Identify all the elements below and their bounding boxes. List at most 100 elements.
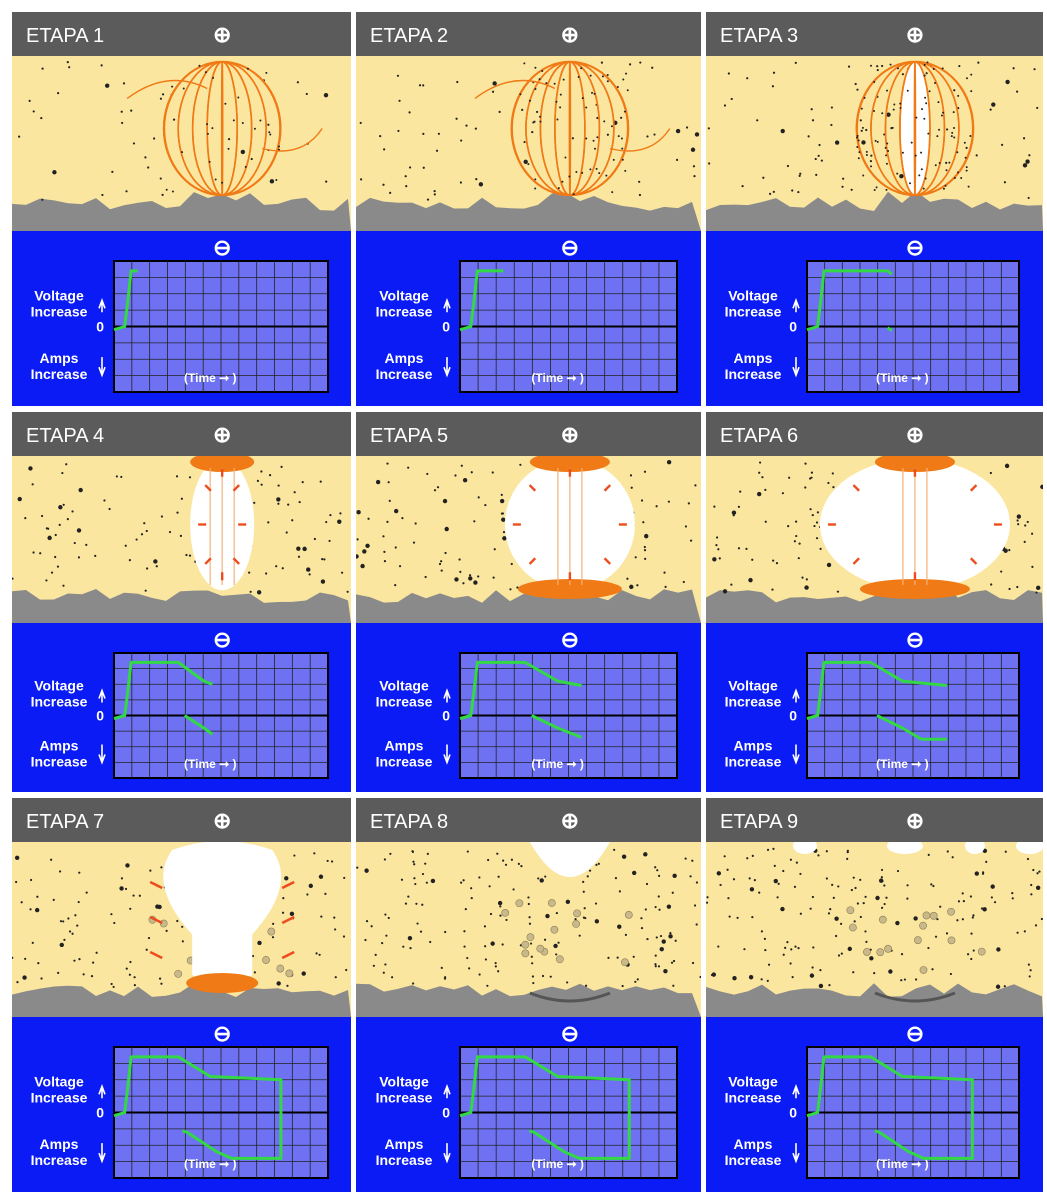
contaminant-dot [483, 925, 487, 928]
up-arrow-icon [792, 298, 800, 313]
contaminant-dot [799, 172, 802, 175]
contaminant-dot [645, 882, 649, 886]
anode-symbol: ⊕ [906, 808, 924, 833]
contaminant-dot [631, 870, 637, 876]
contaminant-dot [248, 571, 251, 574]
contaminant-dot [827, 481, 830, 485]
contaminant-dot [970, 932, 973, 935]
contaminant-dot [297, 555, 301, 558]
plasma-channel [504, 452, 635, 599]
contaminant-dot [422, 166, 425, 169]
contaminant-dot [961, 918, 964, 921]
current-trace [530, 714, 583, 739]
stage-header: ETAPA 5⊕ [356, 412, 701, 456]
contaminant-dot [834, 934, 838, 938]
contaminant-dot [1008, 587, 1011, 591]
gas-bubble [515, 899, 524, 908]
contaminant-dot [819, 969, 822, 972]
zero-label: 0 [96, 708, 104, 724]
contaminant-dot [880, 868, 884, 872]
contaminant-dot [776, 896, 779, 899]
contaminant-dot [756, 119, 759, 122]
contaminant-dot [419, 930, 423, 933]
contaminant-dot [396, 74, 400, 77]
contaminant-dot [407, 895, 410, 898]
contaminant-dot [433, 193, 436, 196]
contaminant-dot [387, 481, 390, 484]
contaminant-dot [748, 975, 754, 980]
contaminant-dot [433, 489, 437, 492]
stage-header: ETAPA 7⊕ [12, 798, 351, 842]
contaminant-dot [989, 471, 992, 475]
contaminant-dot [839, 922, 843, 925]
contaminant-dot [771, 588, 774, 591]
voltage-label: Increase [725, 694, 782, 710]
contaminant-dot [606, 133, 609, 136]
contaminant-dot [1023, 540, 1026, 543]
contaminant-dot [31, 941, 34, 944]
contaminant-dot [715, 544, 718, 547]
contaminant-dot [617, 924, 622, 929]
contaminant-dot [565, 899, 571, 905]
voltage-label: Increase [31, 1089, 88, 1105]
contaminant-dot [1016, 514, 1022, 519]
contaminant-dot [736, 916, 739, 919]
gas-bubble [536, 944, 545, 953]
contaminant-dot [129, 960, 132, 964]
amps-label: Amps [40, 350, 79, 366]
contaminant-dot [773, 878, 778, 884]
gas-bubble [621, 958, 629, 967]
contaminant-dot [810, 108, 813, 111]
contaminant-dot [394, 584, 397, 587]
contaminant-dot [188, 476, 192, 479]
contaminant-dot [634, 980, 637, 983]
contaminant-dot [267, 123, 270, 126]
contaminant-dot [1033, 68, 1036, 71]
cathode-symbol: ⊖ [561, 627, 579, 652]
contaminant-dot [1031, 565, 1034, 569]
contaminant-dot [473, 520, 476, 523]
stage-title: ETAPA 3 [720, 25, 798, 47]
contaminant-dot [418, 84, 422, 87]
contaminant-dot [334, 976, 337, 979]
contaminant-dot [900, 953, 904, 956]
contaminant-dot [600, 61, 604, 64]
contaminant-dot [120, 877, 124, 880]
contaminant-dot [260, 483, 263, 486]
contaminant-dot [473, 580, 478, 585]
contaminant-dot [995, 984, 1001, 989]
contaminant-dot [475, 178, 478, 181]
contaminant-dot [176, 919, 179, 923]
contaminant-dot [41, 198, 44, 201]
contaminant-dot [519, 944, 522, 947]
contaminant-dot [791, 975, 794, 979]
gas-bubble [547, 899, 556, 907]
oscilloscope-grid [806, 1046, 1020, 1179]
contaminant-dot [1016, 519, 1019, 522]
contaminant-dot [28, 466, 33, 471]
contaminant-dot [326, 859, 329, 863]
residual-bubble [529, 842, 611, 1003]
cathode-surface [356, 192, 701, 231]
stage-header: ETAPA 4⊕ [12, 412, 351, 456]
contaminant-dot [643, 545, 646, 549]
voltage-label: Voltage [728, 678, 778, 694]
contaminant-dot [646, 135, 649, 138]
contaminant-dot [830, 106, 834, 109]
contaminant-dot [66, 61, 69, 64]
contaminant-dot [145, 948, 148, 951]
contaminant-dot [818, 983, 824, 989]
contaminant-dot [694, 132, 700, 137]
contaminant-dot [360, 178, 363, 181]
contaminant-dot [809, 907, 812, 910]
contaminant-dot [793, 885, 797, 888]
contaminant-dot [764, 488, 767, 491]
contaminant-dot [760, 930, 764, 933]
contaminant-dot [356, 538, 359, 541]
contaminant-dot [621, 854, 627, 859]
contaminant-dot [383, 560, 387, 563]
contaminant-dot [57, 92, 60, 95]
contaminant-dot [16, 981, 19, 984]
contaminant-dot [397, 129, 400, 133]
